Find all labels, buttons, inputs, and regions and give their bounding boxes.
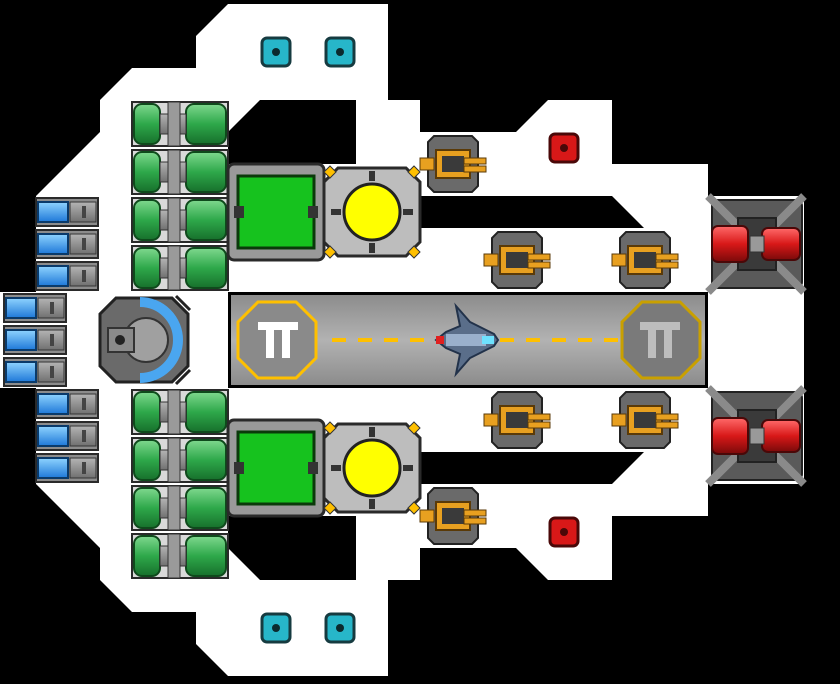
runway-stripe — [332, 338, 618, 342]
thruster-icon[interactable] — [260, 612, 292, 644]
green-panel-icon[interactable] — [226, 162, 326, 262]
turret-group — [419, 135, 679, 545]
battery-icon[interactable] — [35, 421, 99, 451]
battery-icon[interactable] — [35, 389, 99, 419]
battery-icon[interactable] — [35, 197, 99, 227]
heavy-cannon-icon[interactable] — [705, 385, 807, 487]
reactor-core-icon[interactable] — [322, 421, 422, 515]
turret-icon[interactable] — [419, 487, 487, 545]
battery-icon[interactable] — [3, 325, 67, 355]
thruster-icon[interactable] — [260, 36, 292, 68]
turret-icon[interactable] — [483, 391, 551, 449]
landing-pad-icon[interactable] — [620, 300, 702, 380]
fighter-ship-icon[interactable] — [434, 302, 500, 378]
battery-icon[interactable] — [35, 229, 99, 259]
fuel-tank-icon[interactable] — [131, 437, 229, 483]
thruster-group — [260, 36, 356, 644]
power-modules — [226, 162, 422, 518]
fuel-tank-bank — [131, 101, 229, 579]
landing-pad-icon[interactable] — [236, 300, 318, 380]
battery-icon[interactable] — [35, 453, 99, 483]
thruster-icon[interactable] — [324, 612, 356, 644]
fuel-tank-icon[interactable] — [131, 197, 229, 243]
fuel-tank-icon[interactable] — [131, 485, 229, 531]
battery-icon[interactable] — [3, 357, 67, 387]
fuel-tank-icon[interactable] — [131, 389, 229, 435]
green-panel-icon[interactable] — [226, 418, 326, 518]
heavy-cannon-icon[interactable] — [705, 193, 807, 295]
fuel-tank-icon[interactable] — [131, 101, 229, 147]
hull-cutouts — [228, 100, 840, 580]
heavy-cannon-group — [705, 193, 807, 487]
fuel-tank-icon[interactable] — [131, 149, 229, 195]
shield-generator-icon[interactable] — [98, 294, 192, 386]
battery-bank — [3, 197, 99, 483]
battery-icon[interactable] — [3, 293, 67, 323]
battery-icon[interactable] — [35, 261, 99, 291]
red-light-icon[interactable] — [548, 132, 580, 164]
turret-icon[interactable] — [611, 391, 679, 449]
hangar-bay — [228, 292, 708, 388]
reactor-core-icon[interactable] — [322, 165, 422, 259]
turret-icon[interactable] — [611, 231, 679, 289]
turret-icon[interactable] — [483, 231, 551, 289]
fuel-tank-icon[interactable] — [131, 245, 229, 291]
thruster-icon[interactable] — [324, 36, 356, 68]
turret-icon[interactable] — [419, 135, 487, 193]
fuel-tank-icon[interactable] — [131, 533, 229, 579]
red-light-icon[interactable] — [548, 516, 580, 548]
